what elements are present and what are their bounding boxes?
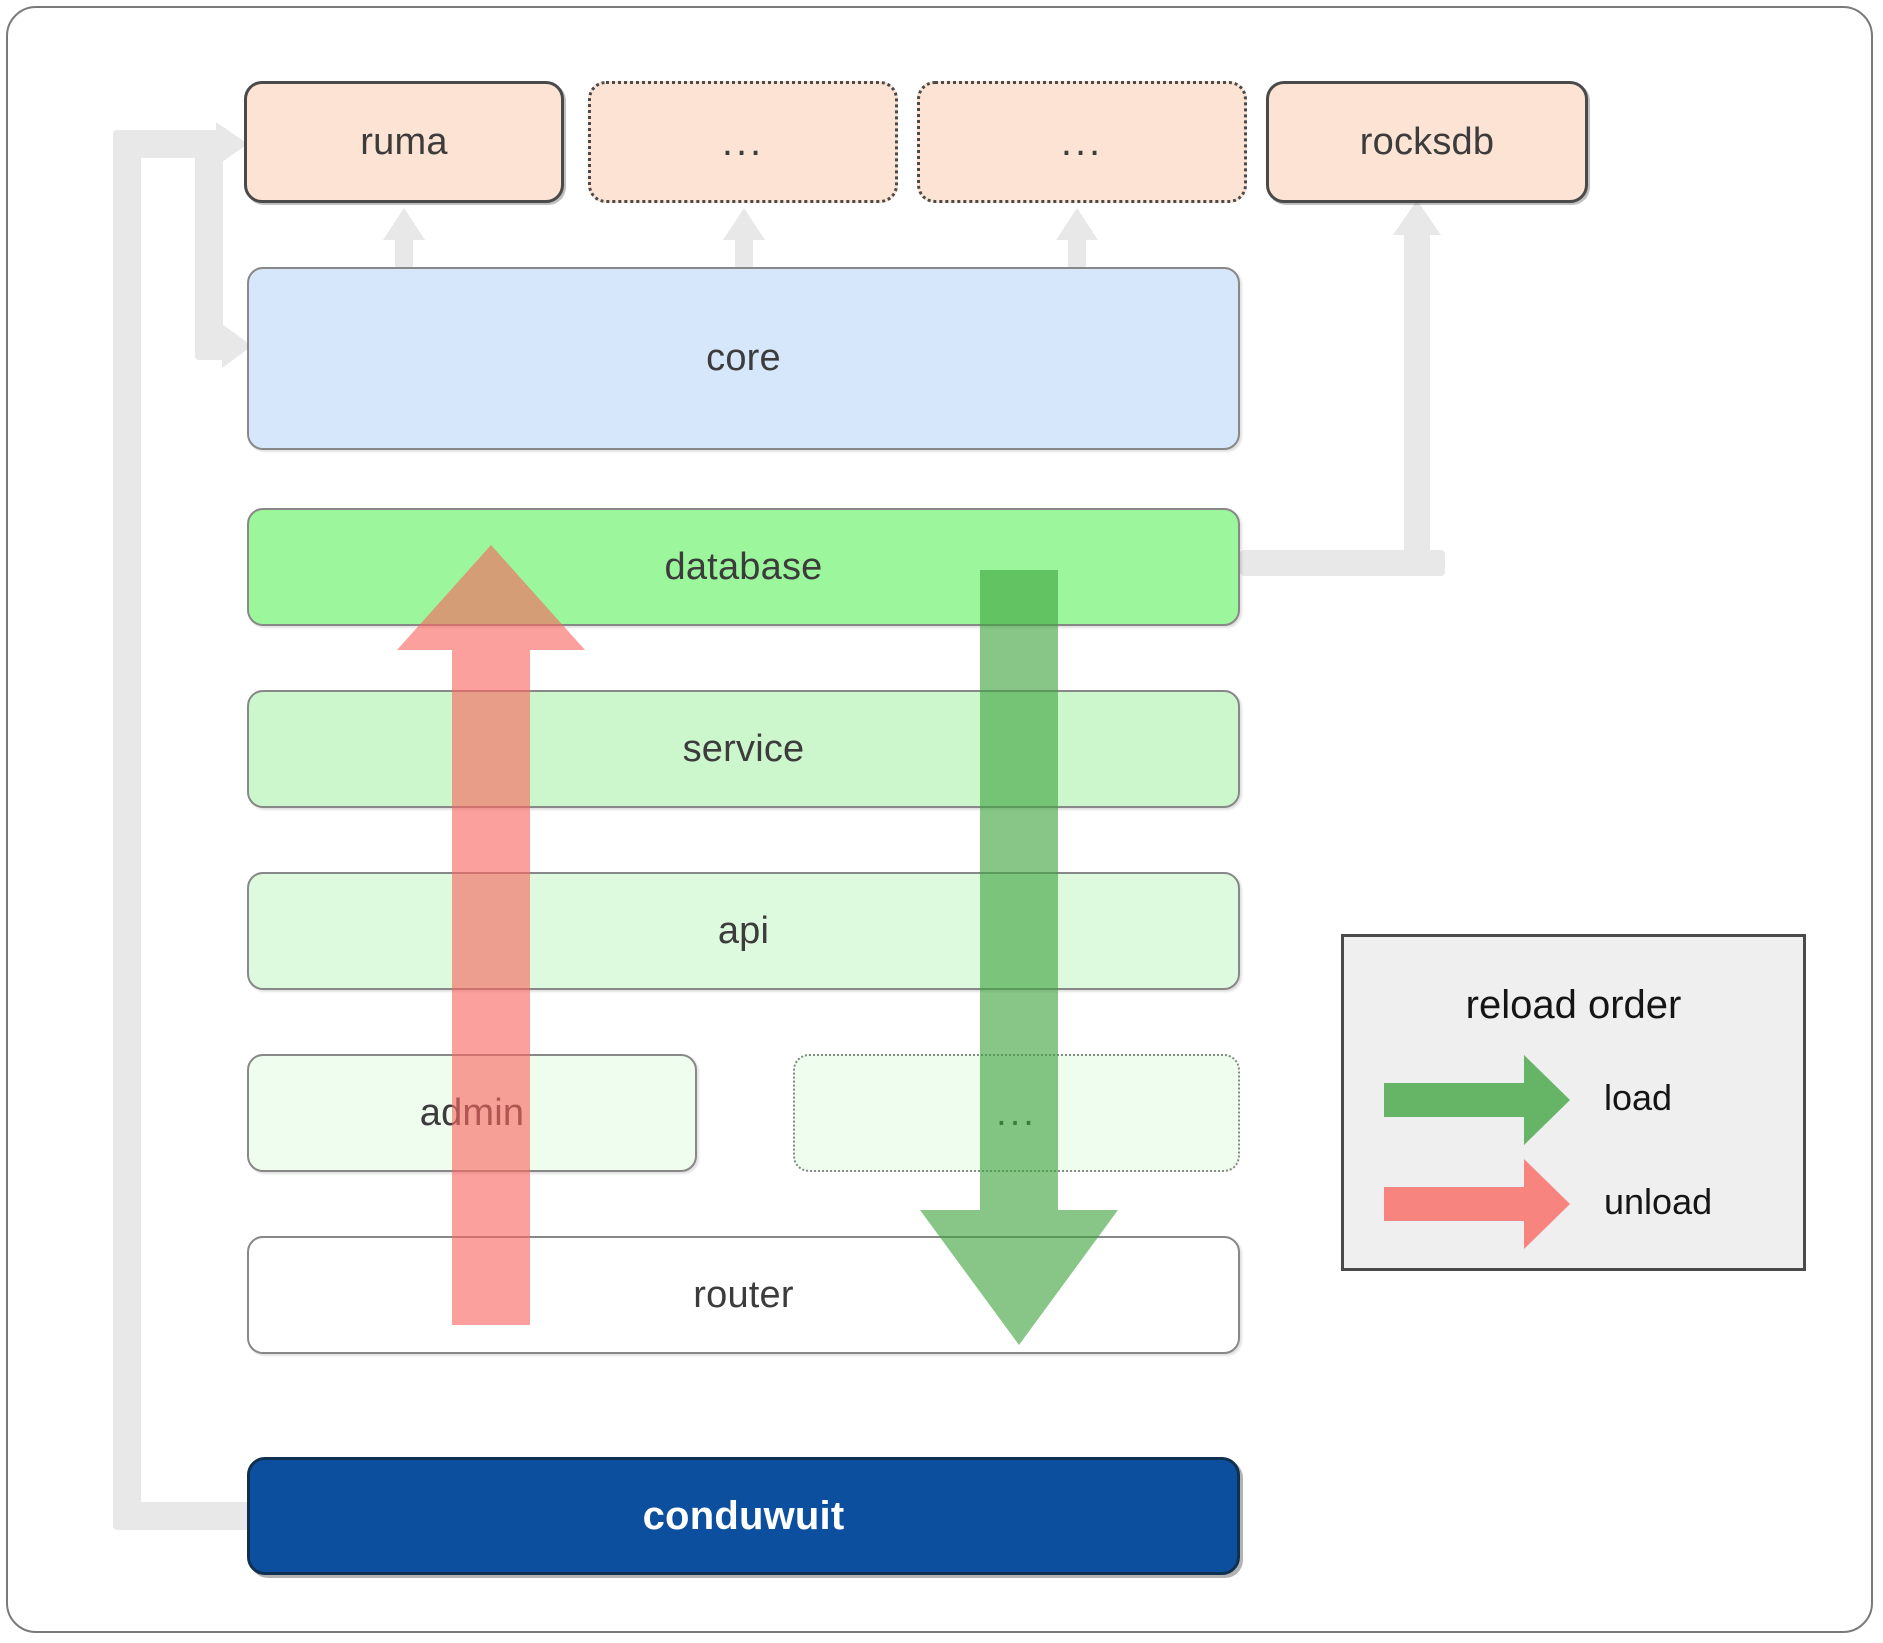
- legend-panel: reload order load unload: [1341, 934, 1806, 1271]
- connector-arrow-to-core: [208, 324, 252, 368]
- dependency-box-ellipsis-2[interactable]: ...: [917, 81, 1247, 203]
- legend-arrow-layer: [1384, 1055, 1570, 1249]
- layer-box-core[interactable]: core: [247, 267, 1240, 450]
- legend-title: reload order: [1465, 983, 1682, 1027]
- legend-unload-arrow-icon: [1384, 1159, 1570, 1249]
- app-box-conduwuit[interactable]: conduwuit: [247, 1457, 1240, 1575]
- unload-arrow: [397, 545, 585, 1325]
- layer-box-api[interactable]: api: [247, 872, 1240, 990]
- legend-load-arrow-icon: [1384, 1055, 1570, 1145]
- connector-database-to-rocksdb: [1240, 200, 1445, 576]
- legend-label-unload: unload: [1604, 1181, 1713, 1222]
- connector-arrow-to-ruma: [195, 122, 248, 166]
- app-label-conduwuit: conduwuit: [642, 1493, 845, 1538]
- legend-label-load: load: [1604, 1077, 1673, 1118]
- load-arrow: [920, 570, 1118, 1345]
